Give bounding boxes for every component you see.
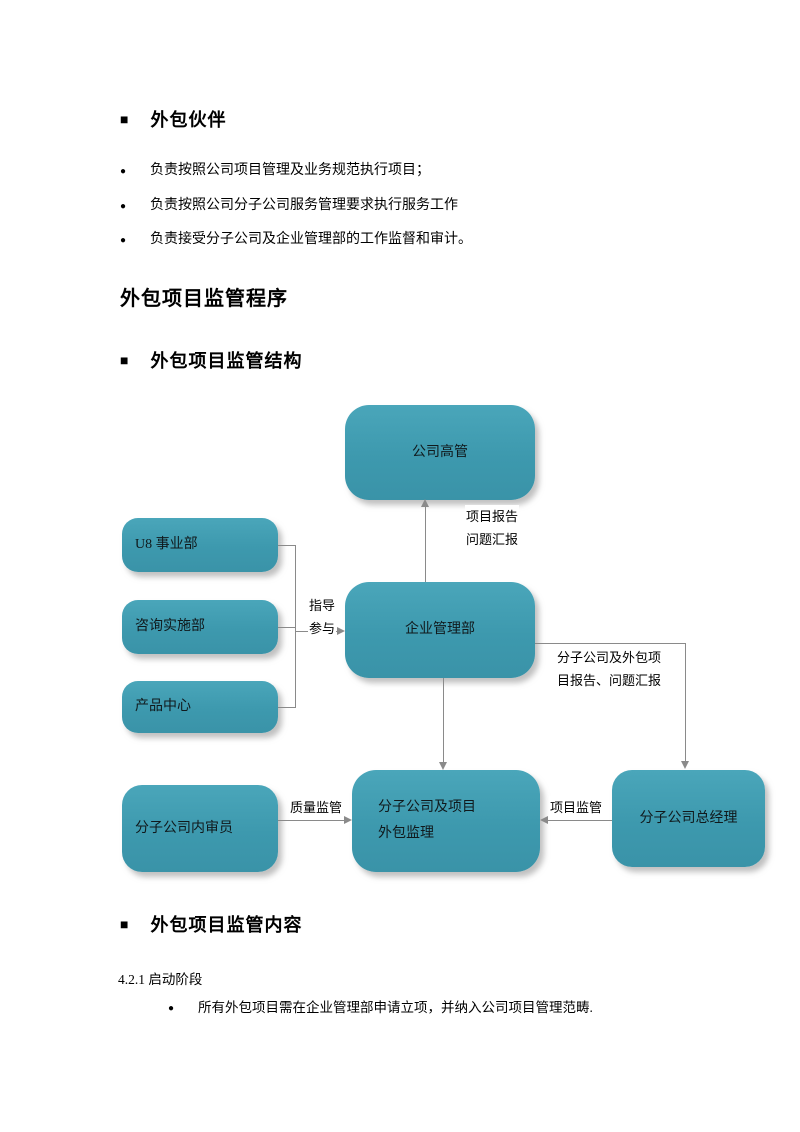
connector-line [548,820,612,821]
list-item: ● 负责接受分子公司及企业管理部的工作监督和审计。 [120,231,472,250]
arrowhead-right-icon [344,816,352,824]
heading-text: 外包项目监管内容 [150,915,303,935]
edge-label-line: 项目监管 [550,800,603,815]
node-label: 产品中心 [135,699,191,714]
circle-bullet-icon: ● [120,201,127,212]
edge-label-line: 分子公司及外包项 [557,650,662,665]
edge-label-quality-supervision: 质量监管 [289,796,344,819]
arrowhead-down-icon [439,762,447,770]
node-label: 分子公司总经理 [639,810,738,826]
connector-line [535,643,685,644]
node-enterprise-management: 企业管理部 [345,582,535,678]
edge-label-line: 项目报告 [466,509,519,524]
circle-bullet-icon: ● [168,1003,175,1014]
subsection-startup-phase: 4.2.1 启动阶段 [118,972,203,987]
list-item-text: 负责按照公司项目管理及业务规范执行项目； [150,163,430,178]
node-label-line1: 分子公司及项目 [378,800,476,815]
list-item-text: 负责接受分子公司及企业管理部的工作监督和审计。 [150,232,472,247]
square-bullet-icon: ■ [120,916,129,932]
node-label: 咨询实施部 [135,619,205,634]
connector-line [295,545,296,708]
arrowhead-left-icon [540,816,548,824]
arrowhead-down-icon [681,761,689,769]
edge-label-line: 参与 [309,621,336,636]
list-item: ● 所有外包项目需在企业管理部申请立项，并纳入公司项目管理范畴. [168,999,593,1018]
connector-line [278,707,295,708]
node-u8-division: U8 事业部 [122,518,278,572]
list-item-text: 所有外包项目需在企业管理部申请立项，并纳入公司项目管理范畴. [198,1000,593,1015]
heading-text: 外包项目监管结构 [150,351,303,371]
square-bullet-icon: ■ [120,352,129,368]
circle-bullet-icon: ● [120,235,127,246]
heading-supervision-content: ■ 外包项目监管内容 [120,911,302,937]
heading-text: 外包伙伴 [150,110,227,130]
node-subsidiary-general-manager: 分子公司总经理 [612,770,765,867]
edge-label-project-supervision: 项目监管 [549,796,604,819]
edge-label-guidance: 指导 参与 [308,594,337,640]
square-bullet-icon: ■ [120,111,129,127]
arrowhead-right-icon [337,627,345,635]
edge-label-project-report: 项目报告 问题汇报 [465,505,520,551]
list-item: ● 负责按照公司项目管理及业务规范执行项目； [120,162,430,181]
heading-outsourcing-partners: ■ 外包伙伴 [120,106,226,132]
heading-supervision-procedure: 外包项目监管程序 [120,288,288,310]
node-company-executives: 公司高管 [345,405,535,500]
edge-label-line: 指导 [309,598,336,613]
edge-label-line: 目报告、问题汇报 [557,673,662,688]
node-label: 企业管理部 [405,622,475,637]
edge-label-line: 质量监管 [290,800,343,815]
edge-label-line: 问题汇报 [466,532,519,547]
node-subsidiary-auditor: 分子公司内审员 [122,785,278,872]
node-outsourcing-supervision: 分子公司及项目 外包监理 [352,770,540,872]
connector-line [278,545,295,546]
node-label: U8 事业部 [135,537,198,552]
node-label-line2: 外包监理 [378,826,434,841]
connector-line [278,820,344,821]
node-label: 公司高管 [412,444,468,460]
node-label: 分子公司内审员 [135,820,233,836]
node-product-center: 产品中心 [122,681,278,733]
connector-line [425,507,426,582]
connector-line [278,627,295,628]
connector-line [685,643,686,763]
heading-supervision-structure: ■ 外包项目监管结构 [120,347,302,373]
circle-bullet-icon: ● [120,166,127,177]
edge-label-subsidiary-report: 分子公司及外包项 目报告、问题汇报 [556,646,663,692]
list-item-text: 负责按照公司分子公司服务管理要求执行服务工作 [150,198,458,213]
node-consulting-implementation: 咨询实施部 [122,600,278,654]
connector-line [443,678,444,764]
arrowhead-up-icon [421,499,429,507]
list-item: ● 负责按照公司分子公司服务管理要求执行服务工作 [120,197,458,216]
